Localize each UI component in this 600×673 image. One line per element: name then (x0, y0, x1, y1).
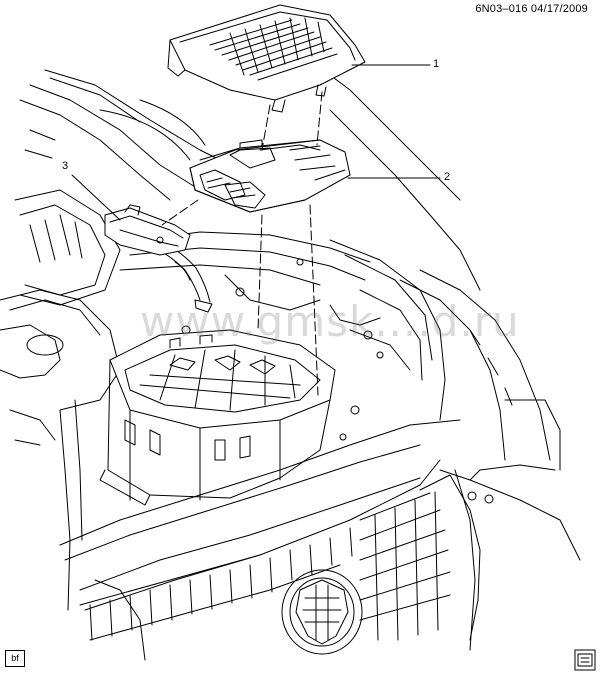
right-fender-structure (329, 239, 561, 504)
front-fascia (59, 419, 581, 661)
explode-guide-lines (161, 91, 323, 396)
part-1-cover (167, 4, 366, 113)
callout-leaders (71, 64, 441, 221)
grille (79, 459, 481, 651)
part-3-bracket (104, 204, 191, 256)
callout-1-label: 1 (433, 58, 440, 70)
footer-tag: bf (5, 650, 25, 667)
left-strut-tower (0, 189, 121, 611)
drawing-code-date: 6N03–016 04/17/2009 (475, 3, 588, 15)
watermark-text: www.gmsk....d.ru (140, 297, 520, 346)
left-fender-cut (9, 129, 56, 446)
callout-3-label: 3 (62, 160, 69, 172)
callout-2-label: 2 (444, 171, 451, 183)
battery-tray (99, 329, 336, 506)
part-2-ecm (189, 139, 351, 213)
reference-corner-icon (574, 649, 596, 671)
cadillac-emblem (281, 569, 363, 655)
